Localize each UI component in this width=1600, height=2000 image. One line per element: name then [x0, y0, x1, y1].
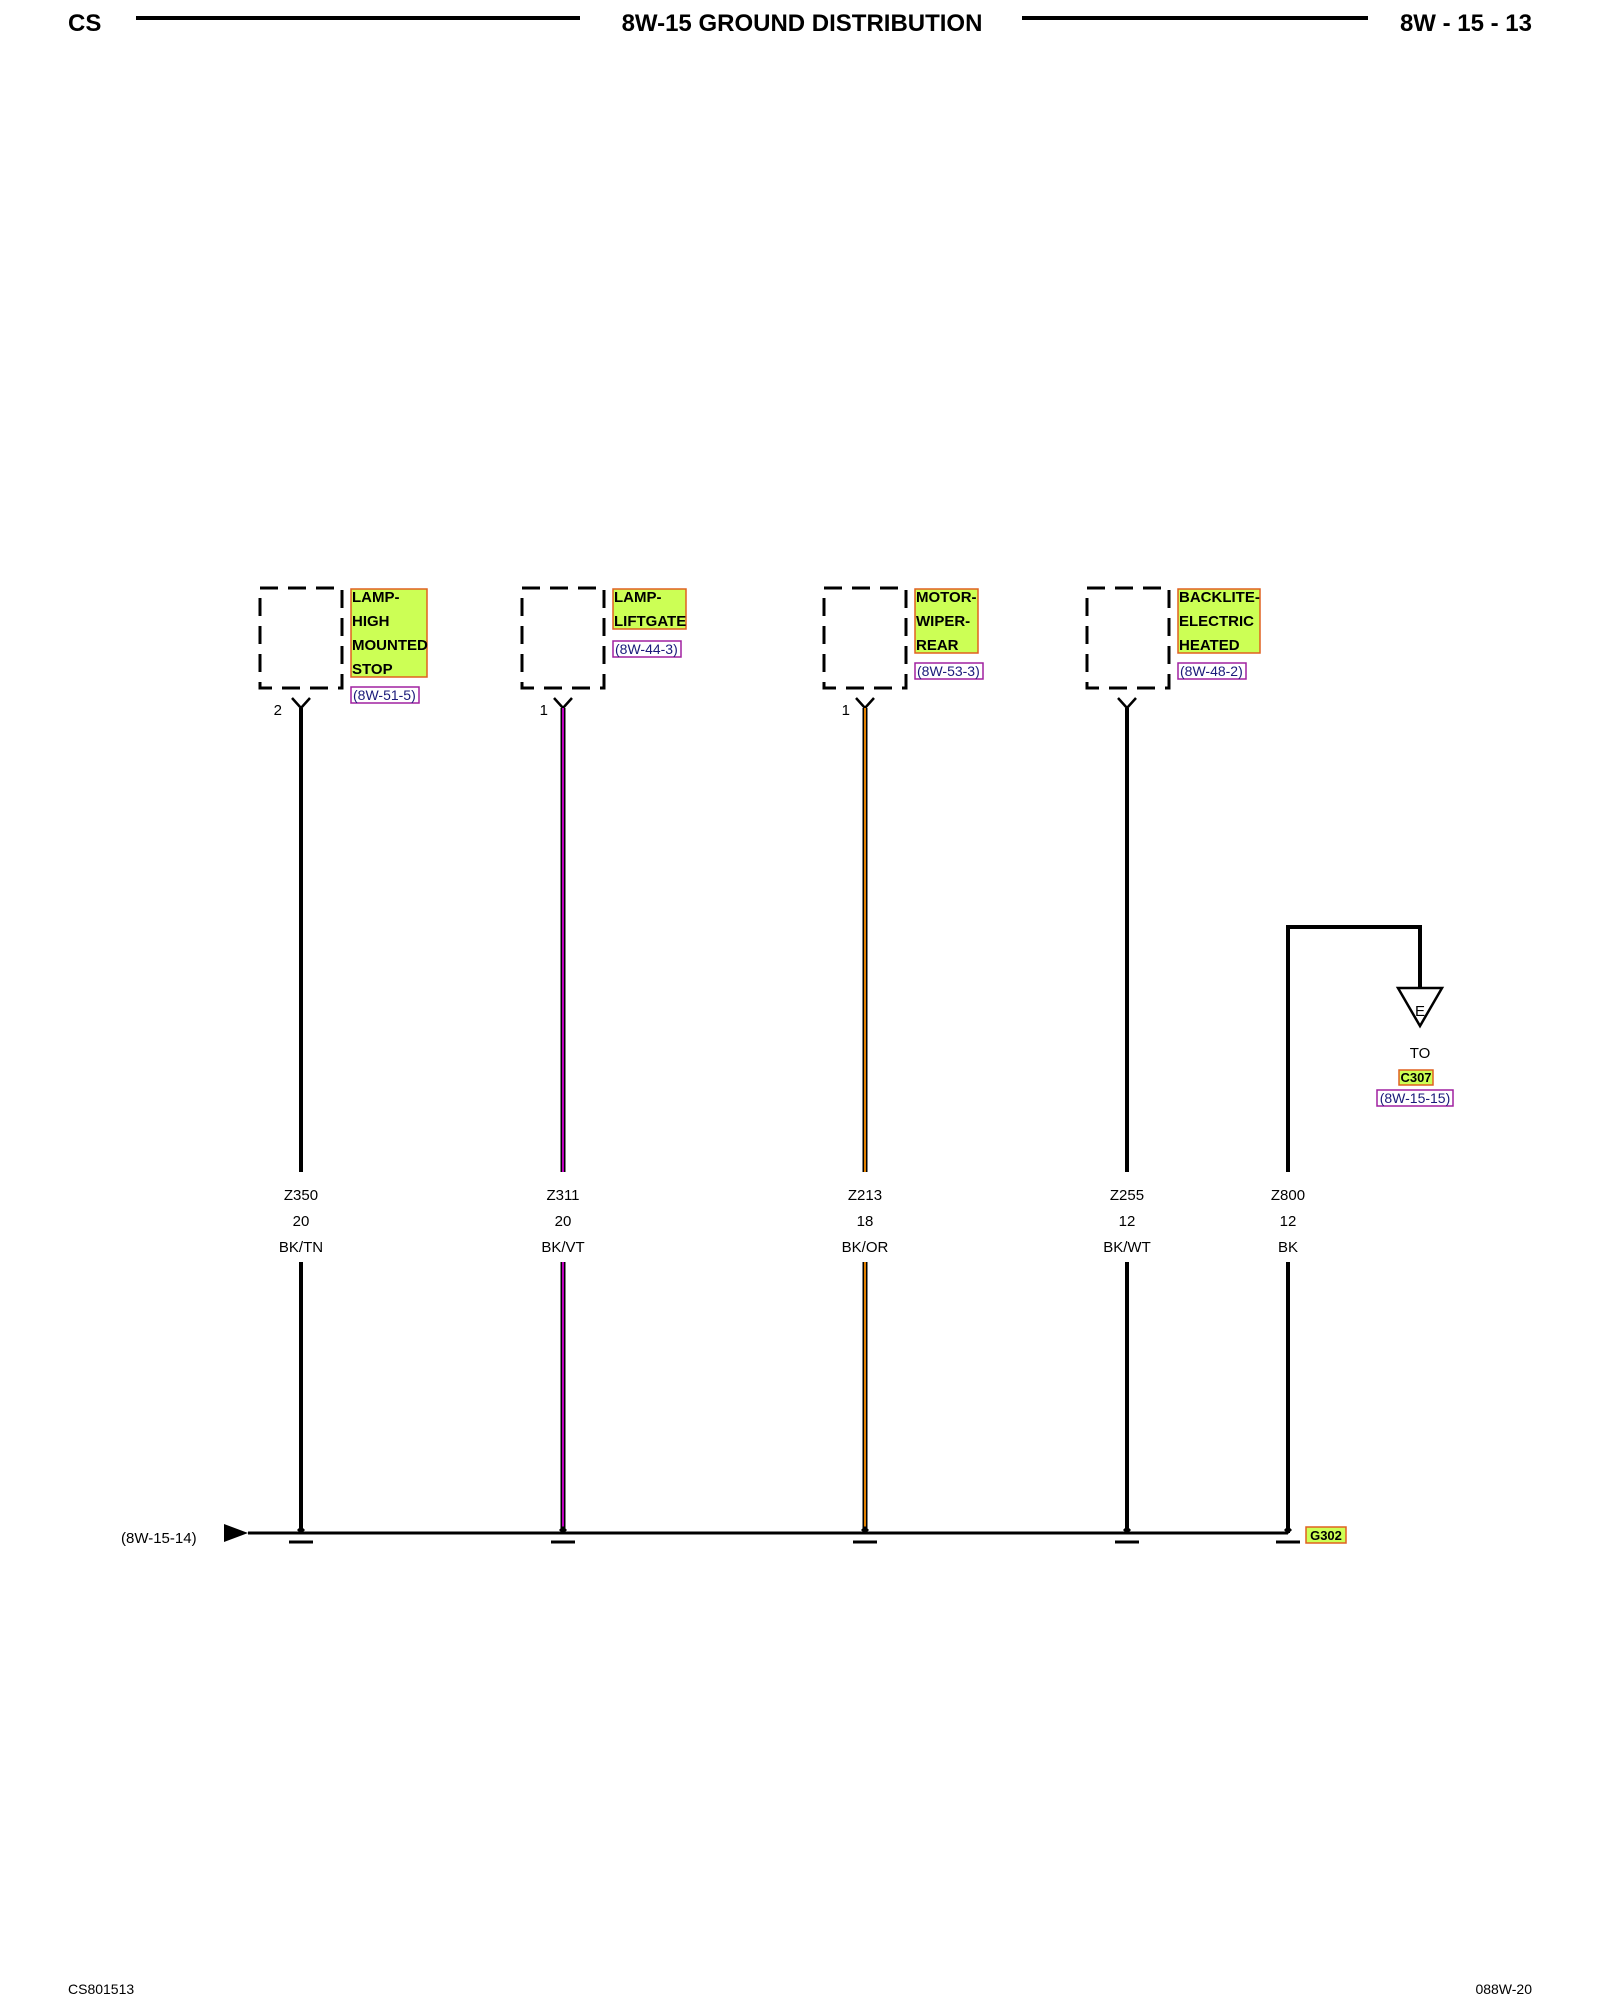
- wire-circuit: Z350: [284, 1187, 318, 1204]
- connector-to-label: TO: [1410, 1045, 1431, 1062]
- wire-color: BK/VT: [541, 1239, 584, 1256]
- component-label-line: WIPER-: [916, 613, 970, 630]
- wire-gauge: 18: [857, 1213, 874, 1230]
- component-lamp-high-mounted-stop: LAMP- HIGH MOUNTED STOP (8W-51-5) 2: [258, 586, 428, 719]
- connector-c307[interactable]: E TO C307 (8W-15-15): [1376, 986, 1454, 1107]
- page-header: CS 8W-15 GROUND DISTRIBUTION 8W - 15 - 1…: [68, 10, 1532, 37]
- page-ref[interactable]: (8W-53-3): [917, 663, 980, 679]
- component-label-line: HEATED: [1179, 637, 1240, 654]
- ground-from-ref[interactable]: (8W-15-14): [121, 1530, 197, 1547]
- ground-bus: (8W-15-14) G302: [121, 1524, 1347, 1547]
- wire-color: BK/WT: [1103, 1239, 1151, 1256]
- splice-dot-icon: [559, 1526, 567, 1534]
- splice-point: [1276, 1526, 1300, 1544]
- wire-circuit: Z800: [1271, 1187, 1305, 1204]
- page-ref-box: [1376, 1089, 1454, 1107]
- ground-name: G302: [1310, 1528, 1342, 1543]
- splice-dot-icon: [861, 1526, 869, 1534]
- component-label-line: STOP: [352, 661, 393, 678]
- pin-fork-icon: [1117, 697, 1137, 710]
- wire-labels: Z350 20 BK/TN Z311 20 BK/VT Z213 18 BK/O…: [279, 1187, 1305, 1256]
- wire-gauge: 20: [293, 1213, 310, 1230]
- page-ref[interactable]: (8W-48-2): [1180, 663, 1243, 679]
- connector-triangle-icon[interactable]: [1395, 986, 1445, 1029]
- component-label-box: [1177, 588, 1261, 654]
- wire-color: BK/TN: [279, 1239, 323, 1256]
- component-outline: [520, 586, 606, 690]
- page-footer: CS801513 088W-20: [68, 1981, 1532, 1997]
- splice-dot-icon: [297, 1526, 305, 1534]
- connector-page-ref[interactable]: (8W-15-15): [1380, 1090, 1451, 1106]
- component-motor-wiper-rear: MOTOR- WIPER- REAR (8W-53-3) 1: [822, 586, 984, 719]
- pin-fork-icon: [855, 697, 875, 710]
- arrow-right-icon: [224, 1524, 248, 1542]
- component-label-box: [914, 588, 979, 654]
- wire-z800[interactable]: [1286, 925, 1422, 1533]
- component-label-line: BACKLITE-: [1179, 589, 1260, 606]
- page-ref[interactable]: (8W-51-5): [353, 687, 416, 703]
- component-label-line: ELECTRIC: [1179, 613, 1254, 630]
- page-title: 8W-15 GROUND DISTRIBUTION: [622, 10, 983, 37]
- splice-dot-icon: [1284, 1526, 1292, 1534]
- header-right: 8W - 15 - 13: [1400, 10, 1532, 37]
- connector-letter: E: [1415, 1003, 1425, 1020]
- wire-color: BK/OR: [842, 1239, 889, 1256]
- component-label-line: MOTOR-: [916, 589, 977, 606]
- component-label-box: [612, 588, 687, 630]
- wire-gauge: 20: [555, 1213, 572, 1230]
- splice-point: [1115, 1526, 1139, 1544]
- splice-point: [289, 1526, 313, 1544]
- page-ref[interactable]: (8W-44-3): [615, 641, 678, 657]
- splice-point: [853, 1526, 877, 1544]
- wire-color: BK: [1278, 1239, 1298, 1256]
- component-outline: [822, 586, 908, 690]
- page-ref-box: [1177, 662, 1247, 680]
- pin-number: 1: [540, 702, 548, 719]
- header-left: CS: [68, 10, 101, 37]
- wire-circuit: Z213: [848, 1187, 882, 1204]
- component-label-line: MOUNTED: [352, 637, 428, 654]
- footer-right: 088W-20: [1475, 1981, 1532, 1997]
- page-ref-box: [350, 686, 420, 704]
- page-ref-box: [612, 640, 682, 658]
- component-backlite-electric-heated: BACKLITE- ELECTRIC HEATED (8W-48-2): [1085, 586, 1261, 690]
- splice-point: [551, 1526, 575, 1544]
- component-label-line: LAMP-: [352, 589, 400, 606]
- component-label-line: HIGH: [352, 613, 390, 630]
- pin-number: 1: [842, 702, 850, 719]
- connector-name: C307: [1400, 1070, 1431, 1085]
- pin-fork-icon: [553, 697, 573, 710]
- footer-left: CS801513: [68, 1981, 134, 1997]
- wire-gauge: 12: [1280, 1213, 1297, 1230]
- splice-dot-icon: [1123, 1526, 1131, 1534]
- ground-name-box: [1305, 1526, 1347, 1544]
- component-outline: [1085, 586, 1171, 690]
- component-lamp-liftgate: LAMP- LIFTGATE (8W-44-3) 1: [520, 586, 687, 719]
- component-outline: [258, 586, 344, 690]
- wire-circuit: Z255: [1110, 1187, 1144, 1204]
- component-label-line: REAR: [916, 637, 959, 654]
- wire-segment[interactable]: [1286, 925, 1422, 1172]
- component-label-box: [350, 588, 428, 678]
- pin-fork-icon: [291, 697, 311, 710]
- wire-gauge: 12: [1119, 1213, 1136, 1230]
- component-label-line: LIFTGATE: [614, 613, 686, 630]
- wire-circuit: Z311: [546, 1187, 579, 1204]
- connector-name-box: [1398, 1069, 1434, 1086]
- component-label-line: LAMP-: [614, 589, 662, 606]
- page-ref-box: [914, 662, 984, 680]
- pin-number: 2: [274, 702, 282, 719]
